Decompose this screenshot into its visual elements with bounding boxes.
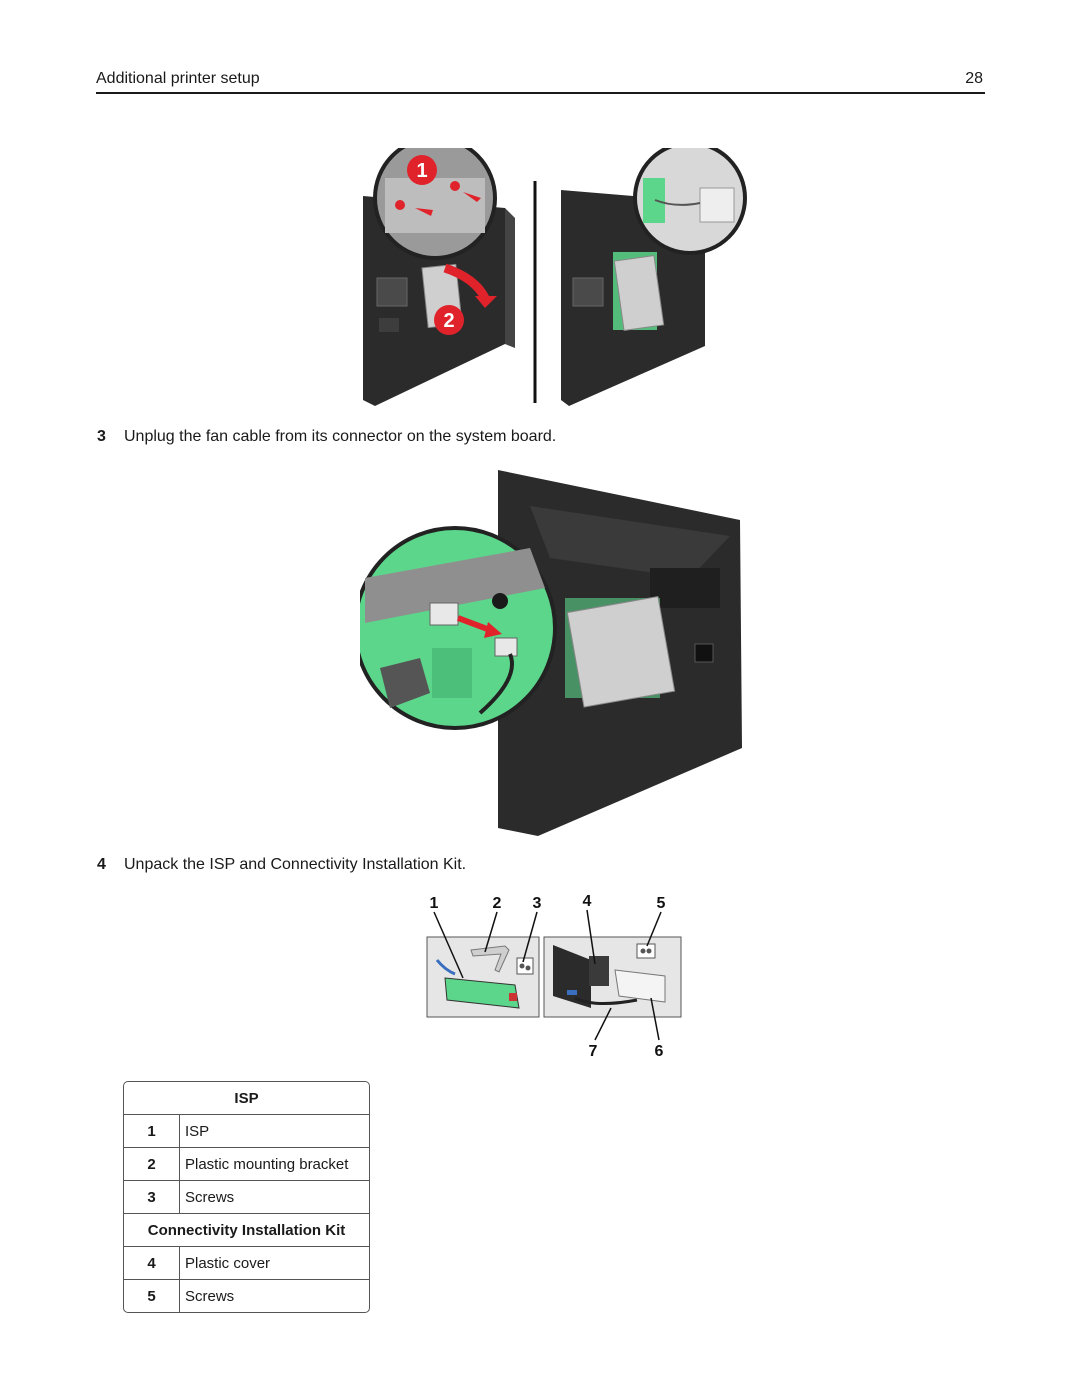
step-4: 4 Unpack the ISP and Connectivity Install… [97, 856, 466, 874]
page-header: Additional printer setup 28 [96, 70, 985, 92]
item-number: 2 [124, 1147, 180, 1180]
unplug-arrow [456, 615, 492, 633]
table-section-header: ISP [124, 1082, 369, 1114]
plastic-cover-illustration [553, 945, 638, 1008]
remove-arrow [443, 263, 490, 301]
header-rule [96, 92, 985, 94]
magnifier-left [373, 148, 497, 260]
callout-3: 3 [533, 895, 542, 912]
section-title: Additional printer setup [96, 70, 260, 87]
step-number: 3 [97, 428, 106, 445]
step-number: 4 [97, 856, 106, 873]
screws-kit-icon [636, 943, 656, 959]
item-label: Plastic mounting bracket [180, 1147, 369, 1180]
item-number: 3 [124, 1180, 180, 1213]
kit-contents-table: ISP 1 ISP 2 Plastic mounting bracket 3 S… [123, 1081, 370, 1313]
callout-6: 6 [655, 1043, 664, 1060]
callout-1: 1 [430, 895, 439, 912]
item-label: Plastic cover [180, 1246, 369, 1279]
table-row: 3 Screws [124, 1180, 369, 1213]
bracket-illustration [470, 945, 510, 973]
magnifier [360, 526, 557, 730]
table-row: 5 Screws [124, 1279, 369, 1312]
item-number: 5 [124, 1279, 180, 1312]
item-label: Screws [180, 1279, 369, 1312]
callout-7: 7 [589, 1043, 598, 1060]
item-number: 4 [124, 1246, 180, 1279]
item-label: ISP [180, 1114, 369, 1147]
item-number: 1 [124, 1114, 180, 1147]
table-row: 4 Plastic cover [124, 1246, 369, 1279]
tray-illustration [614, 969, 666, 1003]
table-row: 1 ISP [124, 1114, 369, 1147]
callout-2-badge: 2 [434, 305, 464, 335]
section-title-isp: ISP [234, 1089, 259, 1107]
table-row: 2 Plastic mounting bracket [124, 1147, 369, 1180]
svg-text:2: 2 [443, 310, 454, 332]
section-title-connectivity: Connectivity Installation Kit [124, 1213, 369, 1246]
figure-unplug-fan-cable [360, 470, 742, 836]
svg-text:1: 1 [416, 160, 427, 182]
item-label: Screws [180, 1180, 369, 1213]
callout-5: 5 [657, 895, 666, 912]
step-text: Unplug the fan cable from its connector … [124, 428, 557, 445]
isp-board-illustration [435, 959, 520, 1009]
screws-isp-icon [516, 957, 534, 975]
page-number: 28 [965, 70, 983, 87]
table-section-header: Connectivity Installation Kit [124, 1213, 369, 1246]
callout-leader-lines [433, 909, 662, 1041]
callout-4: 4 [583, 893, 592, 910]
callout-2: 2 [493, 895, 502, 912]
step-3: 3 Unplug the fan cable from its connector… [97, 428, 556, 446]
figure-remove-cover: 1 2 [363, 148, 747, 406]
step-text: Unpack the ISP and Connectivity Installa… [124, 856, 467, 873]
callout-1-badge: 1 [407, 155, 437, 185]
printer-illustration [498, 470, 742, 836]
figure-kit-contents: 1 2 3 4 5 7 6 [426, 893, 682, 1060]
magnifier-right [633, 148, 747, 255]
